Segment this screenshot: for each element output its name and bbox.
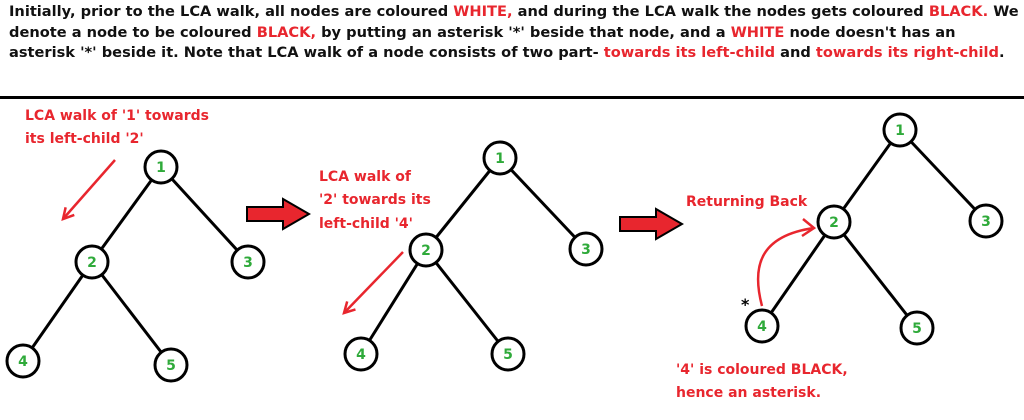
node-label: 5 [912,321,922,337]
annotation-label: '4' is coloured BLACK, [676,362,848,378]
tree-node [490,336,526,372]
tree-edge [21,261,94,362]
tree-edge [832,221,919,329]
node-label: 4 [356,347,366,363]
node-label: 4 [757,319,767,335]
tree-edge [898,128,988,223]
tree-edge [424,249,510,355]
return-arrow [756,226,815,307]
intro-highlight: towards its left-child [603,44,776,61]
tree-panel-2: 1 2 3 4 5 LCA walk of '2' towards its left-chil… [319,140,604,372]
node-label: 5 [166,358,176,374]
annotation-label: left-child '4' [319,216,413,232]
node-label: 4 [18,354,28,370]
intro-segment: node doesn't has an asterisk '*' beside … [9,23,956,62]
asterisk-mark: * [741,295,750,314]
tree-edge [359,249,428,355]
node-label: 3 [243,255,253,271]
divider [0,96,1024,99]
intro-segment: and [775,44,816,61]
intro-highlight: BLACK. [928,3,989,20]
node-label: 2 [87,255,97,271]
tree-panel-3: 1 2 3 4 5 Returning Back '4' is coloured BLACK… [676,112,1004,401]
node-label: 2 [421,243,431,259]
node-label: 5 [503,347,513,363]
annotation-label: Returning Back [686,194,808,210]
node-label: 2 [829,215,839,231]
annotation-label: '2' towards its [319,192,431,208]
return-arrow-head [801,218,817,238]
walk-arrow [62,159,116,220]
tree-node [74,244,110,280]
tree-node [408,232,444,268]
tree-node [230,244,266,280]
intro-segment: and during the LCA walk the nodes gets c… [512,3,929,20]
tree-node [968,203,1004,239]
tree-node [153,347,189,383]
intro-text: Initially, prior to the LCA walk, all no… [9,2,1019,64]
tree-node [343,336,379,372]
walk-arrow-head [61,207,75,221]
tree-edge [498,156,588,251]
tree-node [143,149,179,185]
tree-edge [90,261,173,366]
annotation-label: LCA walk of '1' towards [25,108,209,124]
tree-panel-1: 1 2 3 4 5 LCA walk of '1' towards its left-chi… [5,108,266,383]
intro-segment: by putting an asterisk '*' beside that n… [316,23,731,41]
intro-highlight: WHITE [730,23,785,41]
tree-edge [760,221,836,327]
tree-node [568,231,604,267]
intro-highlight: WHITE, [453,3,513,20]
step-arrow-1 [246,197,312,231]
tree-node [482,140,518,176]
tree-node [899,310,935,346]
walk-arrow [343,251,404,314]
tree-node [882,112,918,148]
tree-edge [159,165,250,264]
annotation-label: LCA walk of [319,169,412,185]
node-label: 3 [981,214,991,230]
tree-edge [424,157,502,251]
intro-segment: Initially, prior to the LCA walk, all no… [9,3,454,20]
tree-node [5,343,41,379]
annotation-label: hence an asterisk. [676,385,821,401]
intro-segment: . [998,44,1005,61]
intro-highlight: BLACK, [256,23,316,41]
annotation-label: its left-child '2' [25,131,144,147]
tree-edge [832,129,902,223]
walk-arrow-head [342,301,356,315]
step-arrow-2 [619,207,685,241]
node-label: 1 [895,123,905,139]
intro-segment: We denote a node to be coloured [9,3,1019,41]
tree-edge [90,166,163,263]
tree-node [744,308,780,344]
node-label: 3 [581,242,591,258]
intro-highlight: towards its right-child [815,44,999,61]
node-label: 1 [156,160,166,176]
tree-node [816,204,852,240]
node-label: 1 [495,151,505,167]
